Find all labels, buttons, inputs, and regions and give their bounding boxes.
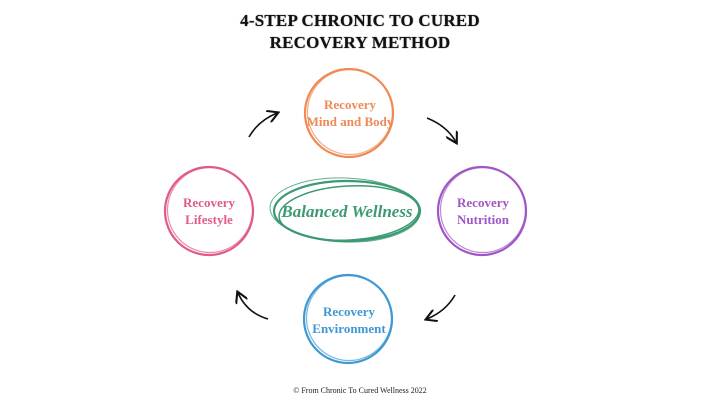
title-line-2: RECOVERY METHOD xyxy=(269,33,451,52)
arrow-top-to-right xyxy=(426,117,456,142)
node-circle-top xyxy=(303,67,395,159)
node-label-nutrition: Recovery Nutrition xyxy=(423,194,543,228)
arrow-right-to-bottom xyxy=(427,294,456,319)
node-circle-bottom xyxy=(302,273,394,365)
node-circle-left xyxy=(163,165,255,257)
node-label-lifestyle: Recovery Lifestyle xyxy=(149,194,269,228)
center-label-balanced-wellness: Balanced Wellness xyxy=(281,202,413,221)
node-label-line: Nutrition xyxy=(457,212,509,227)
node-label-environment: Recovery Environment xyxy=(289,303,409,337)
node-label-line: Lifestyle xyxy=(185,212,233,227)
node-label-line: Environment xyxy=(312,321,386,336)
center-ellipse xyxy=(269,177,422,243)
node-label-mind-and-body: Recovery Mind and Body xyxy=(290,96,410,130)
copyright-footer: © From Chronic To Cured Wellness 2022 xyxy=(293,386,427,395)
title-line-1: 4-STEP CHRONIC TO CURED xyxy=(240,11,480,30)
arrow-left-to-top xyxy=(248,113,277,138)
diagram-title: 4-STEP CHRONIC TO CURED RECOVERY METHOD xyxy=(0,10,720,54)
node-label-line: Recovery xyxy=(183,195,235,210)
node-label-line: Recovery xyxy=(324,97,376,112)
node-label-line: Recovery xyxy=(457,195,509,210)
arrow-bottom-to-left xyxy=(238,293,269,320)
node-label-line: Recovery xyxy=(323,304,375,319)
node-label-line: Mind and Body xyxy=(306,114,394,129)
node-circle-right xyxy=(436,165,528,257)
